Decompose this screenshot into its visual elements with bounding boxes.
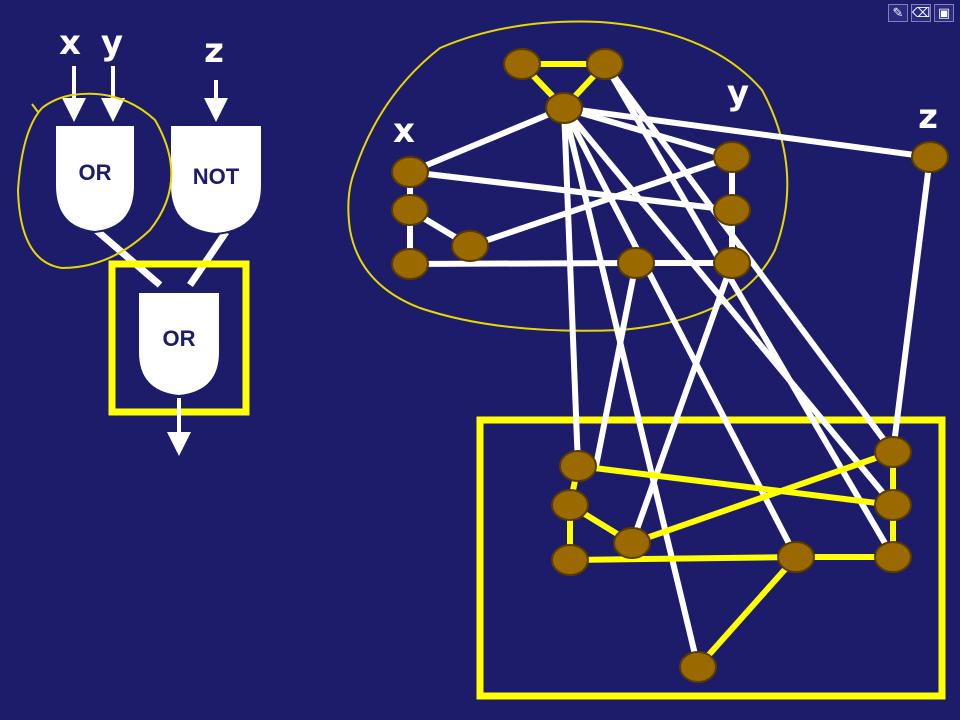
node: [777, 541, 815, 573]
circuit-input-z-label: z: [204, 31, 224, 71]
graph-label-x: x: [393, 111, 415, 151]
node: [586, 48, 624, 80]
not-gate-label: NOT: [193, 164, 240, 189]
not-gate: [169, 124, 263, 236]
node: [613, 527, 651, 559]
graph-nodes: [391, 48, 949, 683]
node: [617, 247, 655, 279]
node: [713, 141, 751, 173]
node: [503, 48, 541, 80]
node: [911, 141, 949, 173]
node: [874, 541, 912, 573]
node: [545, 92, 583, 124]
node: [391, 248, 429, 280]
circuit-input-x-label: x: [59, 23, 81, 63]
or-gate-1-label: OR: [79, 160, 112, 185]
pen-icon[interactable]: ✎: [888, 4, 908, 22]
node: [551, 489, 589, 521]
highlight-box-graph: [476, 416, 946, 700]
lasso-or-gate: [16, 92, 173, 270]
not1-output-wire: [187, 230, 229, 287]
eraser-icon[interactable]: ⌫: [911, 4, 931, 22]
logic-circuit: x y z OR NOT OR: [16, 23, 263, 456]
or1-output-wire: [93, 227, 163, 288]
graph-diagram: x y z: [347, 20, 949, 700]
node: [391, 156, 429, 188]
menu-icon[interactable]: ▣: [934, 4, 954, 22]
node: [559, 450, 597, 482]
slide-nav-toolbar: ✎ ⌫ ▣: [888, 4, 954, 22]
node: [874, 436, 912, 468]
node: [679, 651, 717, 683]
or-gate-2: [137, 291, 221, 398]
lasso-tick: [31, 103, 39, 113]
node: [713, 194, 751, 226]
white-edges: [407, 61, 933, 670]
node: [451, 230, 489, 262]
graph-label-y: y: [727, 73, 749, 113]
lasso-gadget: [347, 20, 789, 332]
graph-label-z: z: [918, 97, 938, 137]
or-gate-2-label: OR: [163, 326, 196, 351]
node: [713, 247, 751, 279]
circuit-input-y-label: y: [101, 23, 123, 63]
node: [551, 544, 589, 576]
node: [391, 194, 429, 226]
node: [874, 489, 912, 521]
or-gate-1: [54, 124, 136, 234]
